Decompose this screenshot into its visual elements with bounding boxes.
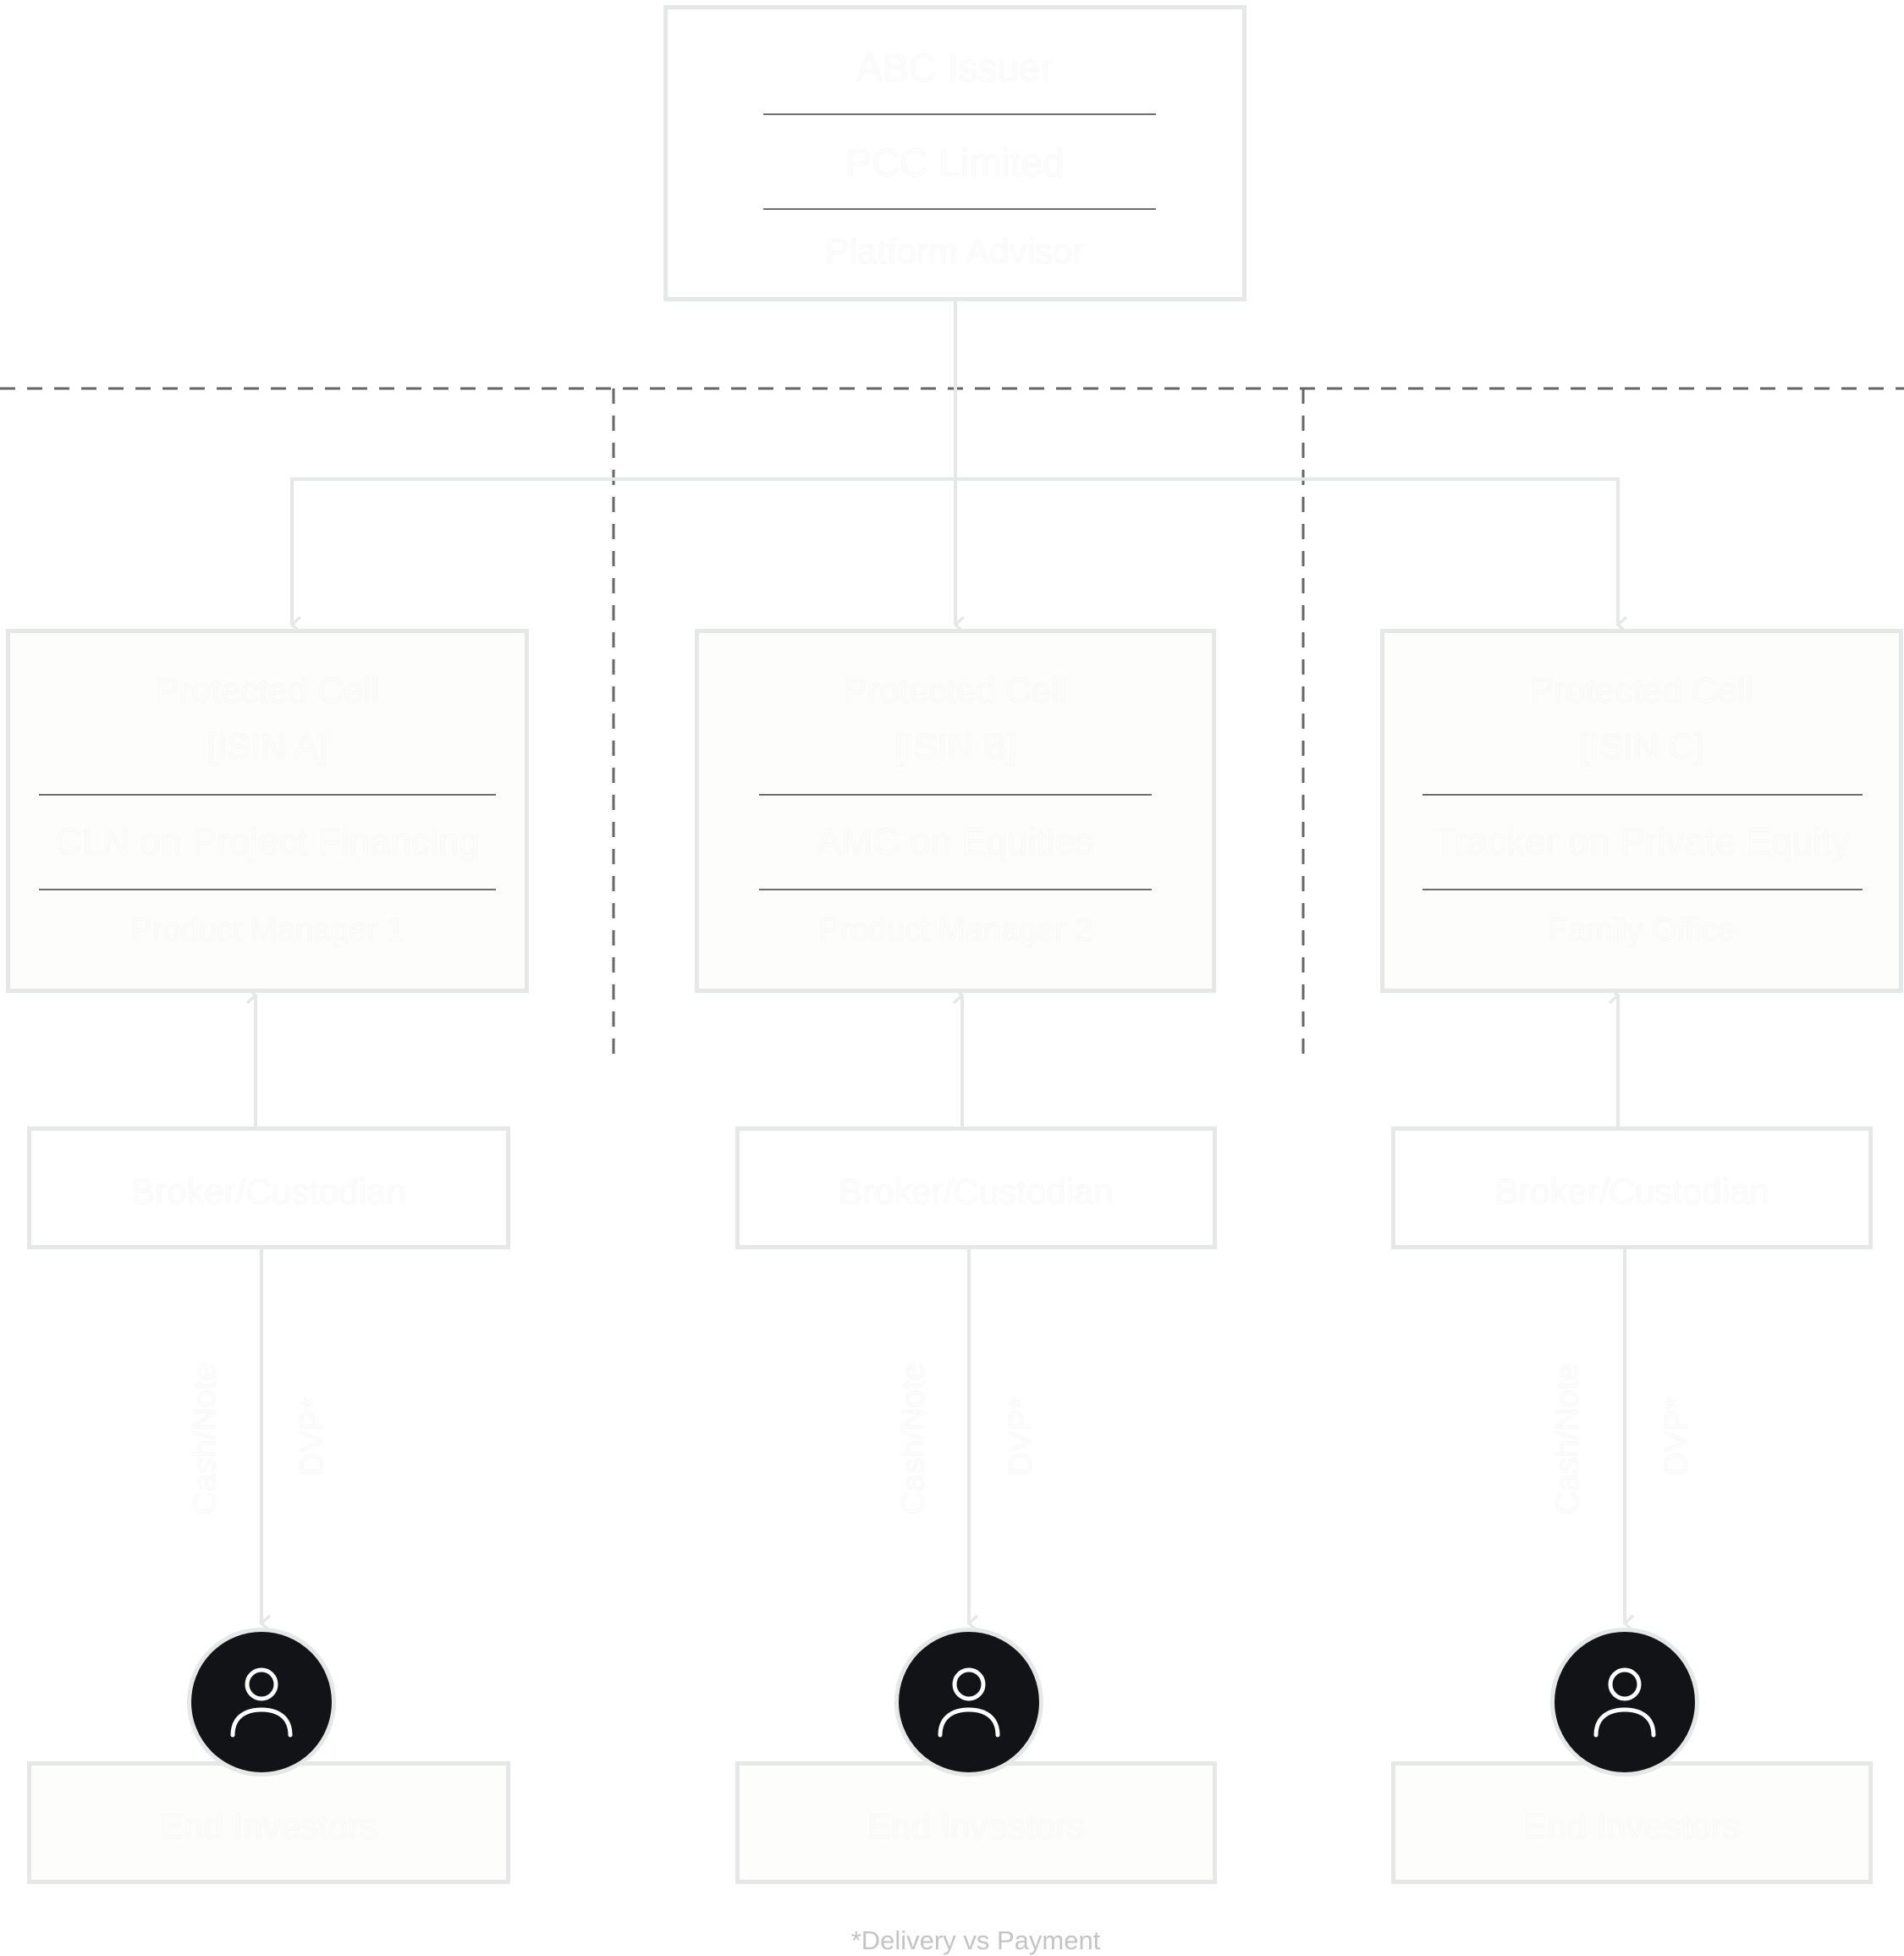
issuer-entity: PCC Limited <box>845 141 1065 185</box>
investor-label: End Investors <box>160 1806 377 1846</box>
flow-label-dvp: DVP* <box>1659 1397 1695 1476</box>
protected-cell-b: Protected Cell [ISIN B] AMC on Equities … <box>695 629 1216 993</box>
flow-label-dvp: DVP* <box>1003 1397 1039 1476</box>
divider <box>1422 794 1863 796</box>
divider <box>39 794 496 796</box>
user-icon <box>938 1667 1000 1738</box>
issuer-box: ABC Issuer PCC Limited Platform Advisor <box>663 5 1246 301</box>
end-investors-a: End Investors <box>27 1761 510 1884</box>
avatar <box>894 1628 1043 1777</box>
footnote: *Delivery vs Payment <box>850 1926 1101 1955</box>
broker-custodian-c: Broker/Custodian <box>1391 1127 1873 1249</box>
cell-title: Protected Cell <box>1530 670 1753 710</box>
protected-cell-a: Protected Cell [ISIN A] CLN on Project F… <box>6 629 529 993</box>
protected-cell-c: Protected Cell [ISIN C] Tracker on Priva… <box>1380 629 1903 993</box>
cell-product: Tracker on Private Equity <box>1433 821 1851 862</box>
cell-isin: [ISIN C] <box>1579 726 1704 766</box>
issuer-name: ABC Issuer <box>856 46 1054 90</box>
flow-label-cash-note: Cash/Note <box>187 1363 223 1515</box>
flow-label-cash-note: Cash/Note <box>895 1363 932 1515</box>
divider <box>759 889 1152 890</box>
flow-label-cash-note: Cash/Note <box>1549 1363 1586 1515</box>
divider <box>763 113 1156 115</box>
cell-isin: [ISIN B] <box>894 726 1017 766</box>
end-investors-c: End Investors <box>1391 1761 1873 1884</box>
divider <box>1422 889 1863 890</box>
investor-label: End Investors <box>867 1806 1085 1846</box>
broker-custodian-b: Broker/Custodian <box>735 1127 1217 1249</box>
cell-title: Protected Cell <box>844 670 1067 710</box>
end-investors-b: End Investors <box>735 1761 1217 1884</box>
broker-label: Broker/Custodian <box>1494 1171 1769 1211</box>
broker-custodian-a: Broker/Custodian <box>27 1127 510 1249</box>
cell-isin: [ISIN A] <box>206 726 328 766</box>
broker-label: Broker/Custodian <box>131 1171 406 1211</box>
cell-manager: Product Manager 2 <box>818 912 1092 948</box>
cell-manager: Product Manager 1 <box>130 912 404 948</box>
broker-label: Broker/Custodian <box>839 1171 1114 1211</box>
cell-product: AMC on Equities <box>817 821 1094 862</box>
cell-manager: Family Office <box>1548 912 1736 948</box>
user-icon <box>1593 1667 1656 1738</box>
divider <box>759 794 1152 796</box>
divider <box>39 889 496 890</box>
issuer-role: Platform Advisor <box>825 231 1085 271</box>
flow-label-dvp: DVP* <box>294 1397 331 1476</box>
user-icon <box>230 1667 293 1738</box>
cell-title: Protected Cell <box>156 670 379 710</box>
avatar <box>1550 1628 1699 1777</box>
cell-product: CLN on Project Financing <box>55 821 480 862</box>
avatar <box>187 1628 336 1777</box>
divider <box>763 208 1156 210</box>
investor-label: End Investors <box>1523 1806 1741 1846</box>
